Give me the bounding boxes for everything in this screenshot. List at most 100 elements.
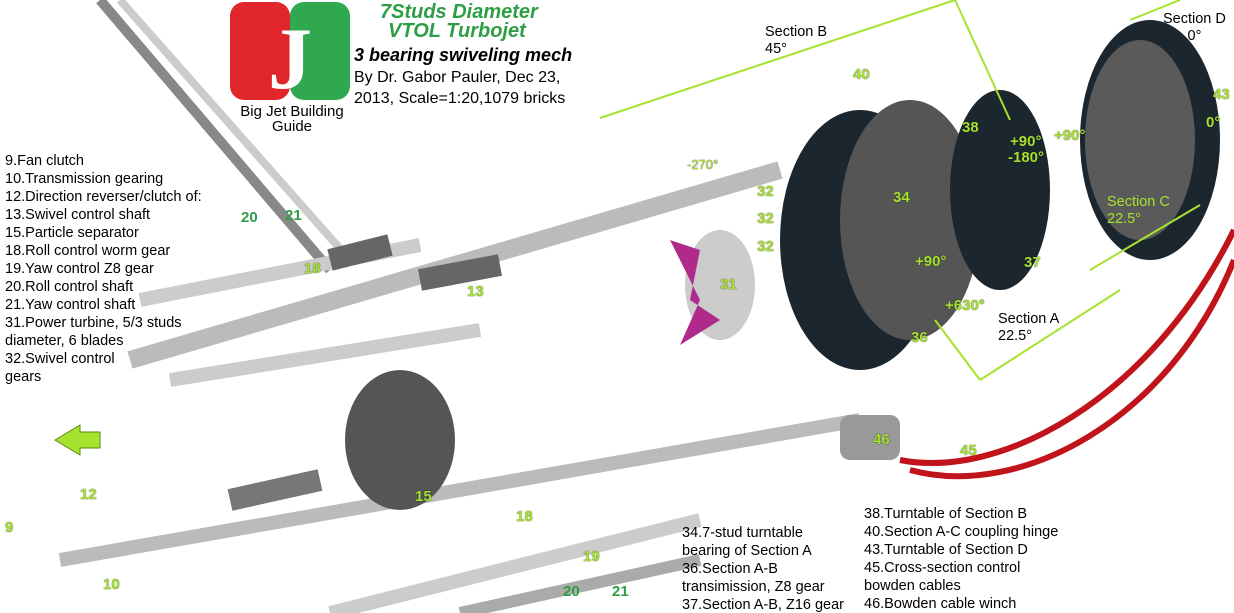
worm-gear-18: [327, 234, 393, 271]
legend-item: bearing of Section A: [682, 543, 812, 559]
callout-15: 15: [415, 488, 432, 505]
particle-separator: [345, 370, 455, 510]
callout-40: 40: [853, 66, 870, 83]
callout-32: 32: [757, 210, 774, 227]
legend-item: 15.Particle separator: [5, 225, 139, 241]
bowden-cable: [899, 228, 1234, 466]
callout-31: 31: [720, 276, 737, 293]
legend-item: transimission, Z8 gear: [682, 579, 825, 595]
section-name: Section B: [765, 24, 828, 40]
callout-20: 20: [241, 209, 258, 226]
bowden-winch: [840, 415, 900, 460]
legend-item: gears: [5, 369, 42, 385]
section-angle: 0°: [1187, 28, 1202, 44]
callout-43: 43: [1213, 86, 1230, 103]
callout-20-b: 20: [563, 583, 580, 600]
shaft-roll-upper: [96, 0, 334, 274]
callout-38: 38: [962, 119, 979, 136]
callout-10: 10: [103, 576, 120, 593]
legend-item: 40.Section A-C coupling hinge: [864, 524, 1059, 540]
shaft-yaw-upper: [117, 0, 353, 263]
subtitle: 3 bearing swiveling mech: [354, 45, 573, 65]
callout-9: 9: [5, 519, 14, 536]
callout-37: 37: [1024, 254, 1041, 271]
section-angle: 22.5°: [1107, 211, 1142, 227]
bjb-logo: J: [230, 2, 350, 108]
main-shaft-lower: [58, 413, 862, 567]
legend-item: 34.7-stud turntable: [682, 525, 803, 541]
callout-21: 21: [285, 207, 302, 224]
legend-item: 20.Roll control shaft: [5, 279, 134, 295]
callout-12: 12: [80, 486, 97, 503]
shaft-bottom-2: [458, 554, 702, 613]
legend-item: 12.Direction reverser/clutch of:: [5, 189, 202, 205]
worm-gear: [227, 469, 323, 511]
callout-plus90: +90°: [1010, 133, 1042, 150]
section-angle: 45°: [765, 41, 787, 57]
turntable-disc-d: [1085, 40, 1195, 240]
legend-item: 36.Section A-B: [682, 561, 778, 577]
legend-item: diameter, 6 blades: [5, 333, 124, 349]
title-line-1: 7Studs Diameter: [380, 1, 538, 23]
callout-plus90-c: +90°: [915, 253, 947, 270]
legend-item: 37.Section A-B, Z16 gear: [682, 597, 845, 613]
legend-item: 21.Yaw control shaft: [5, 297, 136, 313]
byline-2: 2013, Scale=1:20,1079 bricks: [354, 90, 566, 107]
shaft-left-lower: [168, 323, 482, 387]
turbine-blades: [670, 240, 720, 345]
worm-gear-13: [417, 254, 503, 291]
callout-34: 34: [893, 189, 910, 206]
turntable-section-b: [950, 90, 1050, 290]
shaft-bottom: [328, 513, 702, 613]
legend-item: 38.Turntable of Section B: [864, 506, 1028, 522]
bowden-cable-2: [909, 258, 1234, 480]
section-name: Section D: [1163, 11, 1226, 27]
logo-caption: Big Jet Building Guide: [240, 103, 344, 135]
callout-plus630: +630°: [945, 297, 985, 314]
callout-45: 45: [960, 442, 977, 459]
callout-18: 18: [304, 260, 321, 277]
legend-item: 10.Transmission gearing: [5, 171, 164, 187]
callout-13: 13: [467, 283, 484, 300]
byline-1: By Dr. Gabor Pauler, Dec 23,: [354, 69, 561, 86]
legend-item: 43.Turntable of Section D: [864, 542, 1028, 558]
legend-bottom-mid: 34.7-stud turntable bearing of Section A…: [682, 524, 844, 613]
callout-32: 32: [757, 183, 774, 200]
callout-0deg: 0°: [1206, 114, 1221, 131]
legend-item: 19.Yaw control Z8 gear: [5, 261, 154, 277]
legend-item: 46.Bowden cable winch: [864, 596, 1017, 612]
callout-32: 32: [757, 238, 774, 255]
section-name: Section C: [1107, 194, 1170, 210]
turntable-disc-a: [840, 100, 980, 340]
legend-left: 9.Fan clutch 10.Transmission gearing 12.…: [5, 152, 202, 386]
callout-46: 46: [873, 431, 890, 448]
section-angle: 22.5°: [998, 328, 1033, 344]
legend-item: bowden cables: [864, 578, 961, 594]
legend-item: 31.Power turbine, 5/3 studs: [5, 315, 182, 331]
section-name: Section A: [998, 311, 1060, 327]
legend-item: 13.Swivel control shaft: [5, 207, 151, 223]
byline: By Dr. Gabor Pauler, Dec 23, 2013, Scale…: [354, 67, 565, 109]
callout-18-b: 18: [516, 508, 533, 525]
section-dimension-lines: [599, 0, 1201, 381]
logo-letter-j: J: [268, 11, 312, 108]
legend-item: 9.Fan clutch: [5, 153, 84, 169]
direction-arrow-icon: [54, 424, 101, 456]
legend-item: 32.Swivel control: [5, 351, 115, 367]
callout-plus90-b: +90°: [1054, 127, 1086, 144]
legend-item: 45.Cross-section control: [864, 560, 1021, 576]
callout-21-b: 21: [612, 583, 629, 600]
callout-minus180: -180°: [1008, 149, 1045, 166]
legend-bottom-right: 38.Turntable of Section B 40.Section A-C…: [864, 505, 1058, 613]
callout-36: 36: [911, 329, 928, 346]
callout-19: 19: [583, 548, 600, 565]
legend-item: 18.Roll control worm gear: [5, 243, 171, 259]
callout-minus270: -270°: [687, 157, 719, 172]
title-line-2: VTOL Turbojet: [388, 20, 526, 42]
